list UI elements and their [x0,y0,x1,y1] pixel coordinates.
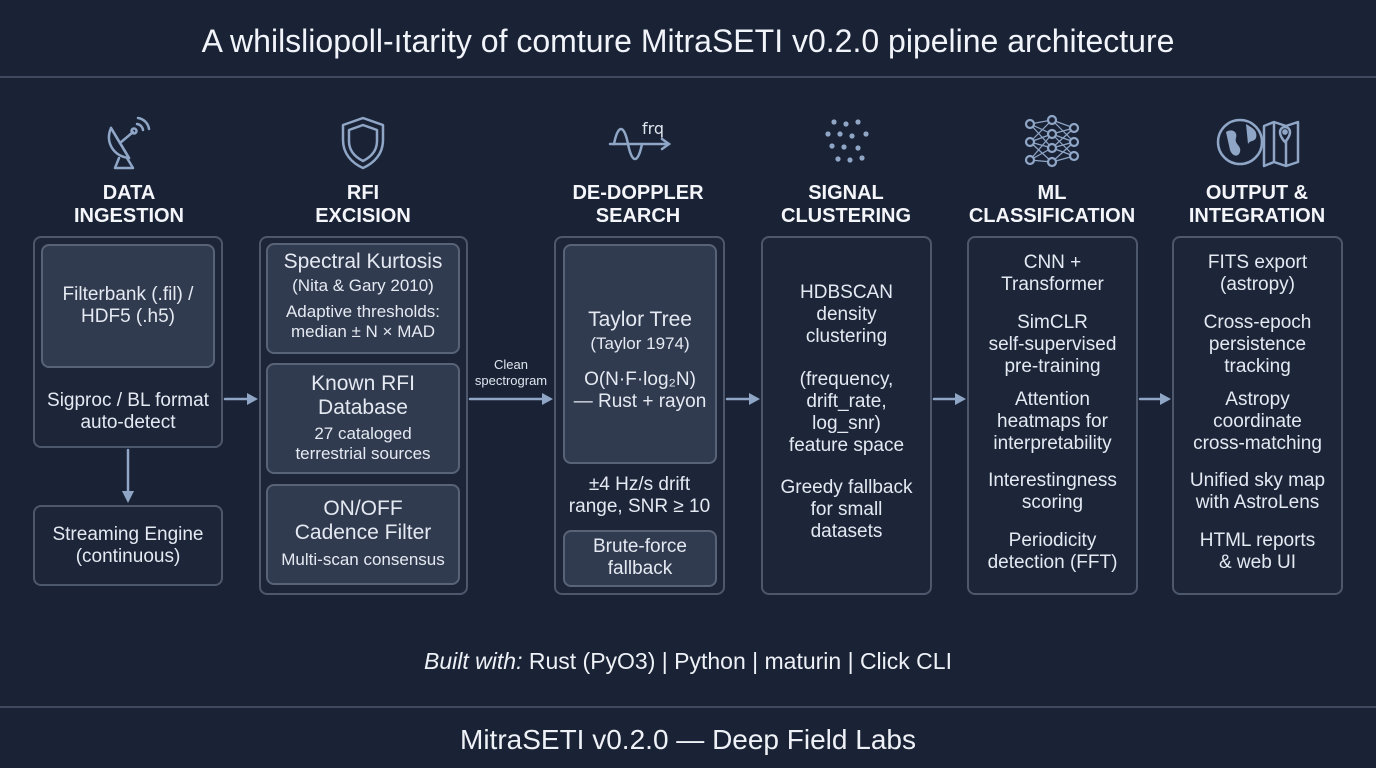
arrow-ingestion-to-rfi [223,393,258,405]
scatter-points-icon [814,112,878,172]
cadence-title: ON/OFF Cadence Filter [294,497,432,544]
classification-item-2: Attention heatmaps for interpretability [993,389,1112,454]
format-box-text: Filterbank (.fil) / HDF5 (.h5) [62,284,194,327]
frequency-icon-label: frq [642,119,664,138]
output-item-3: Unified sky map with AstroLens [1189,470,1326,513]
clustering-box [761,236,932,595]
built-with-label: Built with: [424,648,523,674]
arrow-classification-to-output [1138,393,1171,405]
header-divider [0,76,1376,78]
format-box [41,244,215,368]
diagram-title: A whilsliopoll-ıtarity of comture MitraS… [201,23,1175,59]
rfi-database-title: Known RFI Database [311,372,415,419]
classification-item-3: Interestingness scoring [988,470,1117,513]
taylor-tree-detail: O(N·F·log₂N) — Rust + rayon [573,369,707,412]
drift-range: ±4 Hz/s drift range, SNR ≥ 10 [568,474,711,517]
kurtosis-detail: Adaptive thresholds: median ± N × MAD [285,302,441,341]
kurtosis-box [266,243,460,354]
clustering-item-1: (frequency, drift_rate, log_snr) feature… [788,369,905,456]
built-with-line: Built with: Rust (PyO3) | Python | matur… [0,646,1376,676]
format-note: Sigproc / BL format auto-detect [47,390,209,433]
stage-title-dedoppler: DE-DOPPLER SEARCH [572,182,704,227]
arrow-dedoppler-to-clustering [725,393,760,405]
footer-text: MitraSETI v0.2.0 — Deep Field Labs [460,724,916,755]
cadence-detail: Multi-scan consensus [281,550,445,569]
cadence-box [266,484,460,585]
kurtosis-ref: (Nita & Gary 2010) [292,276,434,295]
arrow-clustering-to-classification [932,393,966,405]
classification-item-1: SimCLR self-supervised pre-training [988,312,1117,377]
stage-title-classification: ML CLASSIFICATION [968,182,1136,227]
output-item-4: HTML reports & web UI [1199,530,1316,573]
clustering-item-2: Greedy fallback for small datasets [780,477,913,542]
rfi-database-detail: 27 cataloged terrestrial sources [295,424,431,463]
classification-item-4: Periodicity detection (FFT) [987,530,1118,573]
taylor-tree-ref: (Taylor 1974) [590,334,690,353]
output-box [1172,236,1343,595]
rfi-database-box [266,363,460,474]
shield-icon [331,112,395,172]
globe-map-icon [1214,112,1302,172]
arrow-rfi-to-dedoppler [468,393,553,405]
stage-title-rfi: RFI EXCISION [315,182,411,227]
built-with-tools: Rust (PyO3) | Python | maturin | Click C… [528,648,952,674]
kurtosis-title: Spectral Kurtosis [283,250,443,273]
clean-spectrogram-label: Clean spectrogram [474,357,548,388]
frequency-wave-icon: frq [604,112,676,172]
stage-title-ingestion: DATA INGESTION [73,182,184,227]
output-item-0: FITS export (astropy) [1207,252,1308,295]
output-item-2: Astropy coordinate cross-matching [1193,389,1322,454]
stage-title-output: OUTPUT & INTEGRATION [1188,182,1326,227]
taylor-tree-title: Taylor Tree [588,308,692,331]
classification-box [967,236,1138,595]
satellite-dish-icon [97,112,161,172]
neural-network-icon [1020,112,1084,172]
streaming-engine-box [33,505,223,586]
stage-title-clustering: SIGNAL CLUSTERING [781,182,911,227]
streaming-engine-text: Streaming Engine (continuous) [52,524,204,567]
clustering-item-0: HDBSCAN density clustering [800,282,893,347]
footer-divider [0,706,1376,708]
taylor-tree-box [563,244,717,464]
brute-force-text: Brute-force fallback [593,536,687,579]
arrow-ingestion-to-streaming [122,448,134,503]
output-item-1: Cross-epoch persistence tracking [1203,312,1312,377]
classification-item-0: CNN + Transformer [1001,252,1104,295]
brute-force-box [563,530,717,587]
